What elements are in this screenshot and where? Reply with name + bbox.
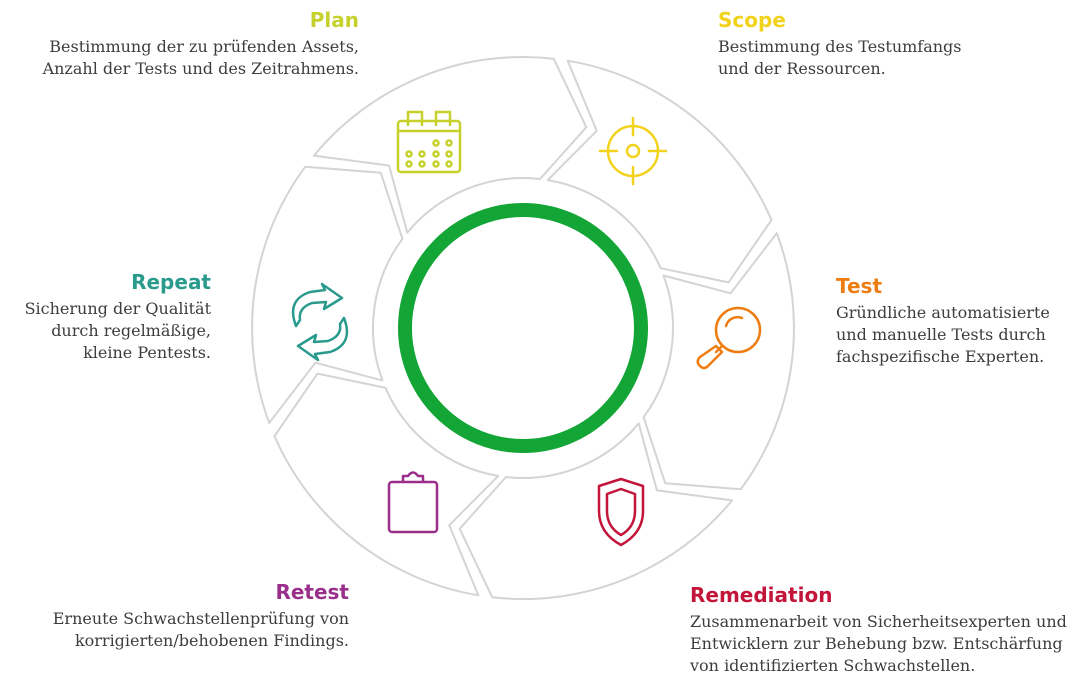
shield-icon [597,477,645,547]
description-line: und manuelle Tests durch [836,325,1046,344]
step-description: Bestimmung der zu prüfenden Assets, Anza… [43,36,359,80]
step-title: Remediation [690,583,833,607]
description-line: kleine Pentests. [83,343,211,362]
step-title: Scope [718,8,786,32]
step-title: Repeat [131,270,211,294]
description-line: und der Ressourcen. [718,59,886,78]
description-line: fachspezifische Experten. [836,347,1045,366]
refresh-icon [291,282,349,362]
description-line: Entwicklern zur Behebung bzw. Entschärfu… [690,634,1063,653]
description-line: Sicherung der Qualität [24,299,211,318]
segment-scope [546,59,773,284]
magnifier-icon [696,306,762,370]
description-line: Bestimmung der zu prüfenden Assets, [49,37,359,56]
description-line: Bestimmung des Testumfangs [718,37,962,56]
description-line: von identifizierten Schwachstellen. [690,656,976,675]
step-test: Test Gründliche automatisierte und manue… [836,274,1050,368]
step-description: Zusammenarbeit von Sicherheitsexperten u… [690,611,1067,677]
step-remediation: Remediation Zusammenarbeit von Sicherhei… [690,583,1067,677]
description-line: Erneute Schwachstellenprüfung von [52,609,349,628]
step-retest: Retest Erneute Schwachstellenprüfung von… [53,580,349,652]
segment-retest [273,372,500,597]
cycle-segments [251,55,795,601]
step-description: Erneute Schwachstellenprüfung von korrig… [53,608,349,652]
description-line: korrigierten/behobenen Findings. [74,631,349,650]
calendar-icon [396,110,462,174]
center-ring [398,203,648,453]
step-title: Test [836,274,883,298]
segment-plan [312,55,588,234]
segment-remediation [458,422,734,601]
step-repeat: Repeat Sicherung der Qualität durch rege… [25,270,211,364]
step-scope: Scope Bestimmung des Testumfangs und der… [718,8,962,80]
description-line: Anzahl der Tests und des Zeitrahmens. [42,59,359,78]
clipboard-icon [387,471,439,534]
step-description: Sicherung der Qualität durch regelmäßige… [25,298,211,364]
step-description: Bestimmung des Testumfangs und der Resso… [718,36,962,80]
description-line: Zusammenarbeit von Sicherheitsexperten u… [690,612,1067,631]
target-icon [598,116,668,186]
description-line: durch regelmäßige, [51,321,211,340]
description-line: Gründliche automatisierte [836,303,1050,322]
step-description: Gründliche automatisierte und manuelle T… [836,302,1050,368]
segment-test [642,232,795,491]
step-plan: Plan Bestimmung der zu prüfenden Assets,… [43,8,359,80]
segment-repeat [251,165,404,424]
step-title: Plan [309,8,359,32]
step-title: Retest [275,580,349,604]
